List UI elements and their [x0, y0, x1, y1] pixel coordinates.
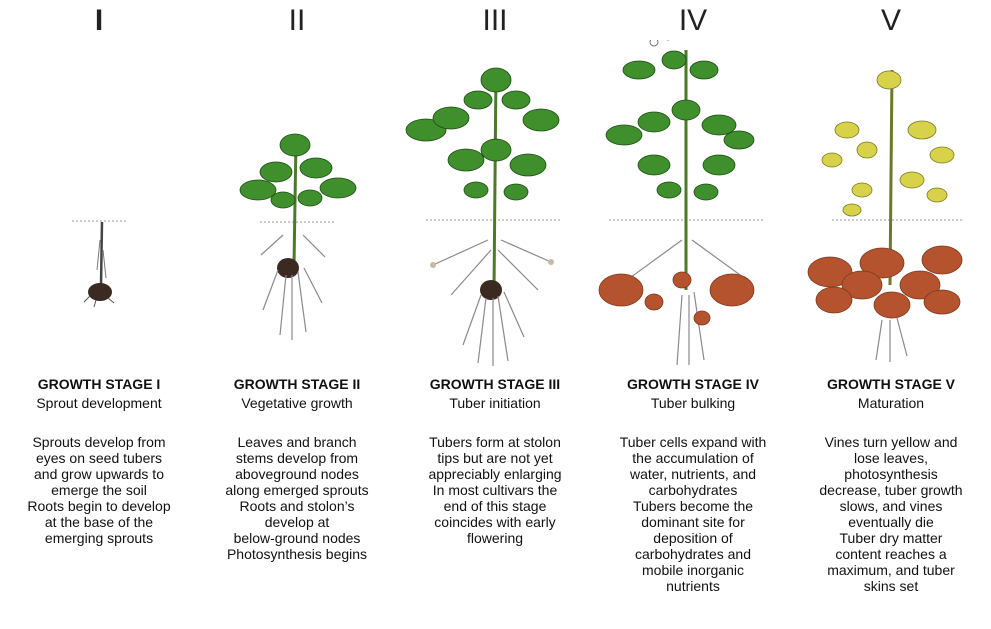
- stage-title: GROWTH STAGE V: [792, 376, 990, 392]
- stage-title: GROWTH STAGE I: [0, 376, 198, 392]
- stage-numeral: I: [0, 4, 198, 38]
- tubers: [808, 246, 962, 318]
- stage-title: GROWTH STAGE II: [198, 376, 396, 392]
- stage-subtitle: Tuber initiation: [396, 395, 594, 411]
- leaf-cluster: [406, 68, 559, 200]
- stage-numeral: III: [396, 4, 594, 38]
- plant-illustration-maturation: [792, 40, 990, 370]
- plant-illustration-tuber-bulking: [594, 40, 792, 370]
- stolons-and-roots: [433, 240, 551, 366]
- stage-subtitle: Vegetative growth: [198, 395, 396, 411]
- tubers: [599, 272, 754, 325]
- stage-description: Leaves and branch stems develop from abo…: [202, 434, 392, 562]
- stage-numeral: II: [198, 4, 396, 38]
- stage-5: V GROWTH STAGE V Maturation: [792, 0, 990, 629]
- plant-illustration-vegetative: [198, 40, 396, 370]
- stage-description: Sprouts develop from eyes on seed tubers…: [4, 434, 194, 546]
- stage-4: IV GROW: [594, 0, 792, 629]
- stage-2: II GROWTH STAGE II Vegetative growth Lea…: [198, 0, 396, 629]
- tuber-tip: [548, 259, 554, 265]
- plant-illustration-sprout: [0, 40, 198, 370]
- stage-3: III GROWTH STAGE III Tuber initiation Tu…: [396, 0, 594, 629]
- stage-subtitle: Maturation: [792, 395, 990, 411]
- stage-description: Vines turn yellow and lose leaves, photo…: [796, 434, 986, 594]
- stage-title: GROWTH STAGE IV: [594, 376, 792, 392]
- leaf-cluster: [240, 134, 356, 208]
- sprout-stem: [101, 222, 102, 286]
- tuber-tip: [430, 262, 436, 268]
- stage-1: I GROWTH STAGE I Sprout development Spro…: [0, 0, 198, 629]
- flower-cluster: [650, 40, 672, 46]
- stage-numeral: IV: [594, 4, 792, 38]
- main-stem: [494, 70, 496, 290]
- yellowing-leaf-cluster: [822, 71, 954, 216]
- stage-description: Tubers form at stolon tips but are not y…: [400, 434, 590, 546]
- seed-tuber: [277, 258, 299, 278]
- stage-numeral: V: [792, 4, 990, 38]
- stage-title: GROWTH STAGE III: [396, 376, 594, 392]
- stage-subtitle: Sprout development: [0, 395, 198, 411]
- roots: [876, 318, 907, 362]
- stage-subtitle: Tuber bulking: [594, 395, 792, 411]
- stage-description: Tuber cells expand with the accumulation…: [598, 434, 788, 594]
- plant-illustration-tuber-initiation: [396, 40, 594, 370]
- leaf-cluster: [606, 51, 754, 200]
